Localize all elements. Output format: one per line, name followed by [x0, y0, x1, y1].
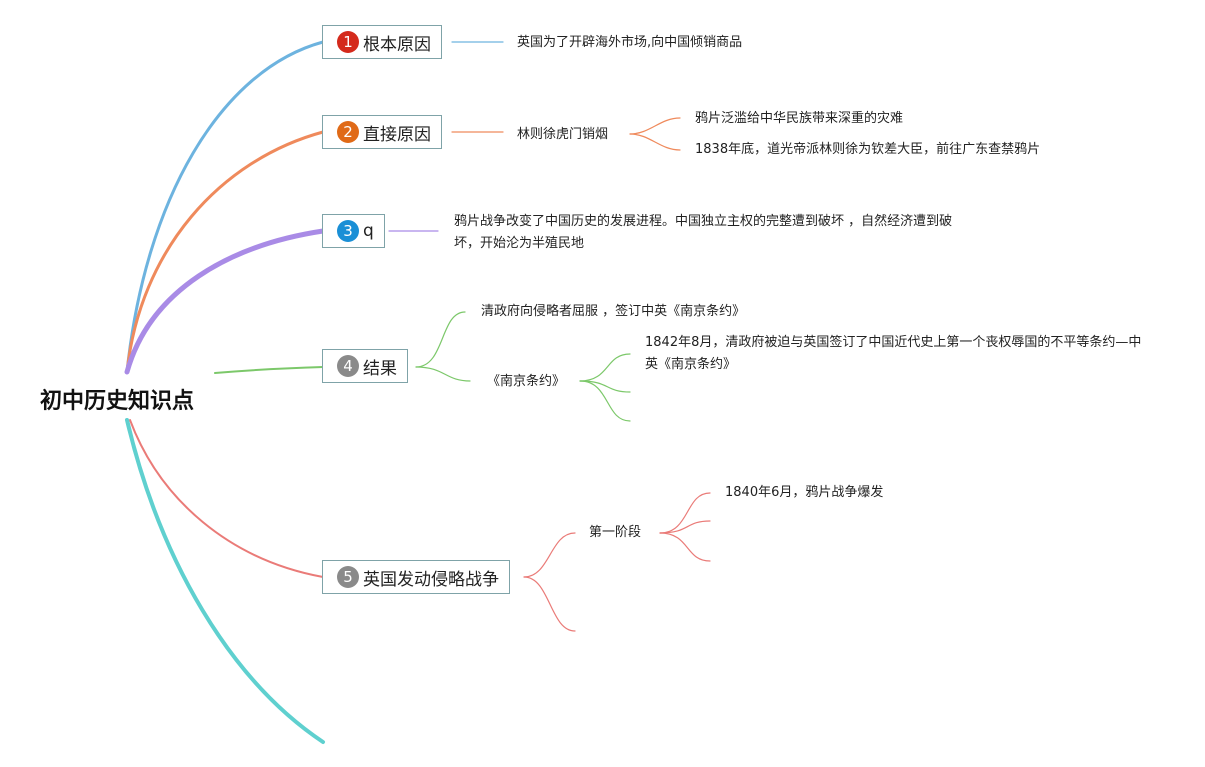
number-badge-icon: 1 — [337, 31, 359, 53]
branch-line-6 — [125, 418, 325, 744]
topic-title: 直接原因 — [363, 124, 431, 145]
sub-line-4b — [415, 366, 471, 382]
sub-line-2b — [629, 133, 681, 151]
sub-line-4c — [579, 353, 631, 382]
sub-line-5d — [659, 520, 711, 534]
topic-4-child-2[interactable]: 《南京条约》 — [487, 374, 566, 389]
sub-line-2a — [629, 117, 681, 135]
sub-line-5e — [659, 532, 711, 562]
topic-5-child-1[interactable]: 第一阶段 — [589, 525, 642, 540]
sub-line-5a — [523, 532, 576, 578]
number-badge-icon: 5 — [337, 566, 359, 588]
topic-4-grandchild-1[interactable]: 1842年8月，清政府被迫与英国签订了中国近代史上第一个丧权辱国的不平等条约—中… — [645, 335, 1142, 372]
sub-line-5c — [659, 492, 711, 534]
branch-line-5 — [129, 419, 324, 578]
topic-2[interactable]: 2 直接原因 — [322, 115, 442, 149]
topic-5-grandchild-1[interactable]: 1840年6月，鸦片战争爆发 — [725, 485, 884, 500]
root-topic[interactable]: 初中历史知识点 — [40, 389, 195, 414]
topic-3-child[interactable]: 鸦片战争改变了中国历史的发展进程。中国独立主权的完整遭到破坏 ，自然经济遭到破坏… — [454, 214, 953, 251]
topic-title: 结果 — [363, 358, 397, 379]
sub-line-4d — [579, 380, 631, 393]
topic-1-child[interactable]: 英国为了开辟海外市场,向中国倾销商品 — [517, 35, 743, 50]
branch-line-2 — [125, 130, 325, 374]
sub-line-4a — [415, 311, 466, 368]
topic-title: 英国发动侵略战争 — [363, 569, 499, 590]
topic-title: 根本原因 — [363, 34, 431, 55]
topic-2-child[interactable]: 林则徐虎门销烟 — [517, 127, 609, 142]
sub-line-4e — [579, 380, 631, 422]
number-badge-icon: 2 — [337, 121, 359, 143]
topic-5[interactable]: 5 英国发动侵略战争 — [322, 560, 510, 594]
number-badge-icon: 4 — [337, 355, 359, 377]
branch-line-1 — [125, 40, 325, 374]
sub-line-5b — [523, 576, 576, 632]
topic-2-grandchild-1[interactable]: 鸦片泛滥给中华民族带来深重的灾难 — [695, 111, 904, 126]
topic-1[interactable]: 1 根本原因 — [322, 25, 442, 59]
number-badge-icon: 3 — [337, 220, 359, 242]
branch-line-4 — [214, 366, 324, 374]
topic-4-child-1[interactable]: 清政府向侵略者屈服 ，签订中英《南京条约》 — [481, 304, 746, 319]
topic-2-grandchild-2[interactable]: 1838年底，道光帝派林则徐为钦差大臣，前往广东查禁鸦片 — [695, 142, 1041, 157]
branch-line-3 — [124, 228, 326, 375]
topic-4[interactable]: 4 结果 — [322, 349, 408, 383]
topic-3[interactable]: 3 q — [322, 214, 385, 248]
topic-title: q — [363, 221, 374, 241]
